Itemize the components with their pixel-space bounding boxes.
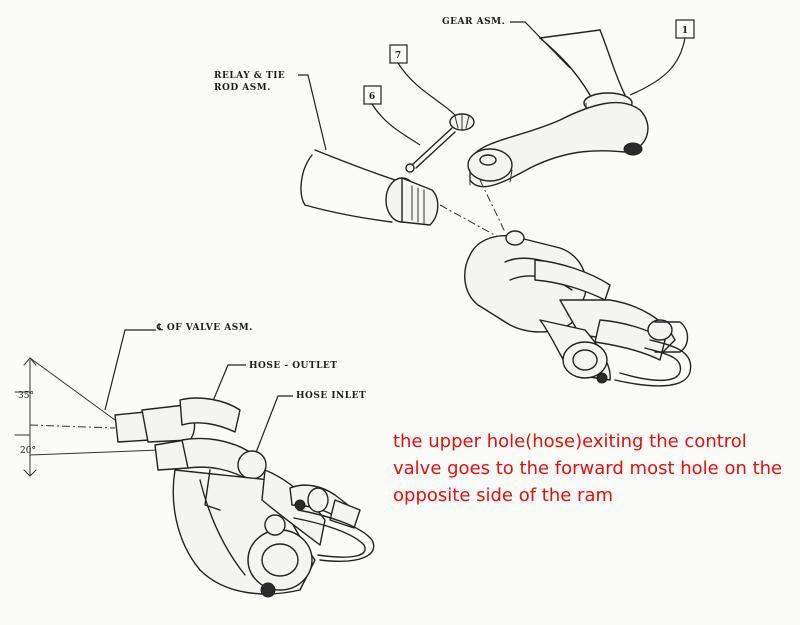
control-valve-lower: [114, 397, 375, 598]
pitman-arm: [467, 102, 649, 188]
relay-label-line1: RELAY & TIE: [214, 71, 285, 81]
gear-asm-label: GEAR ASM.: [442, 17, 571, 69]
angle-20-label: 20°: [20, 446, 36, 456]
hose-outlet-text: HOSE - OUTLET: [249, 361, 337, 371]
hose-inlet-label: HOSE INLET: [254, 391, 366, 456]
callout-6: 6: [363, 85, 421, 146]
callout-6-number: 6: [369, 92, 375, 102]
angle-35-label: 35°: [18, 391, 34, 401]
relay-label: RELAY & TIE ROD ASM.: [214, 71, 327, 151]
hose-routing-note: the upper hole(hose)exiting the control …: [393, 431, 783, 506]
relay-tie-rod: [300, 149, 506, 239]
callout-7: 7: [389, 44, 456, 116]
gear-assembly: [539, 29, 633, 114]
valve-centerline-label: ℄ OF VALVE ASM.: [104, 322, 253, 411]
valve-centerline-text: ℄ OF VALVE ASM.: [156, 322, 253, 333]
callout-1-number: 1: [682, 26, 688, 36]
gear-asm-text: GEAR ASM.: [442, 17, 505, 27]
castle-nut: [449, 113, 475, 131]
relay-label-line2: ROD ASM.: [214, 83, 271, 93]
callout-1: 1: [629, 19, 695, 96]
control-valve-upper: [464, 230, 692, 387]
angle-guides: 35° 20°: [14, 357, 161, 477]
callout-7-number: 7: [395, 51, 401, 61]
hose-inlet-text: HOSE INLET: [296, 391, 366, 401]
cotter-pin: [405, 127, 456, 173]
